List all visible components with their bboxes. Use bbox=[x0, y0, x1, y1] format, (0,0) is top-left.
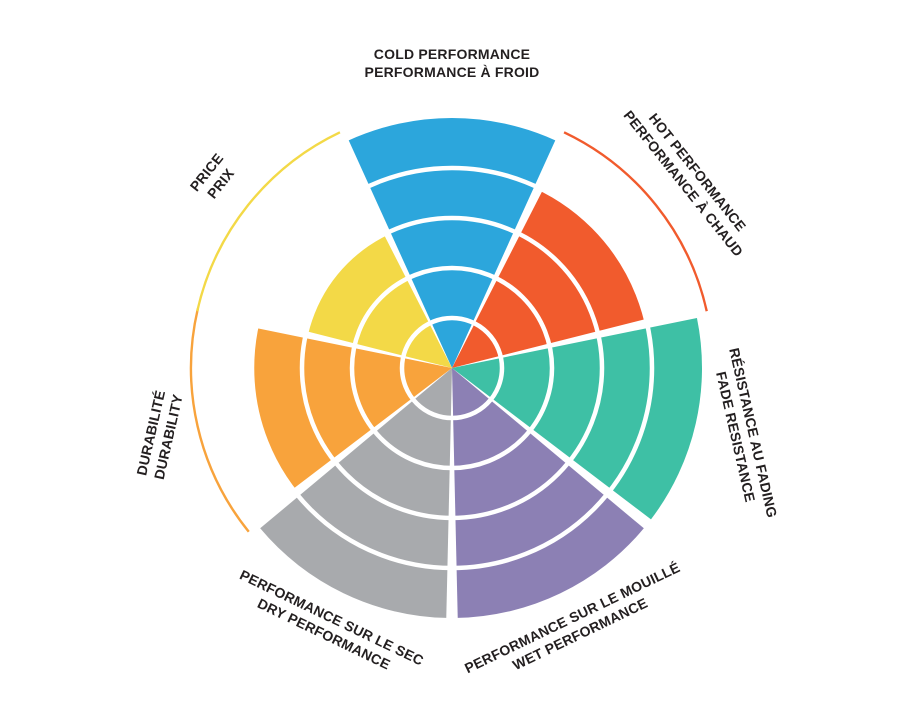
ring-divider-4 bbox=[249, 165, 655, 571]
max-scale-arc-price bbox=[196, 131, 341, 312]
sector-label-durability: DURABILITÉDURABILITY bbox=[133, 388, 186, 481]
sector-wedge-cold-performance bbox=[348, 117, 556, 368]
sector-label-fade-resistance: RÉSISTANCE AU FADINGFADE RESISTANCE bbox=[709, 346, 781, 523]
sector-wedge-dry-performance bbox=[260, 368, 452, 618]
ring-divider-2 bbox=[349, 265, 555, 471]
sector-label-hot-performance: HOT PERFORMANCEPERFORMANCE À CHAUD bbox=[620, 96, 760, 259]
max-scale-arc-hot-performance bbox=[563, 131, 708, 312]
sector-label-cold-performance-line1: COLD PERFORMANCE bbox=[374, 46, 530, 62]
sector-label-hot-performance-line1: HOT PERFORMANCE bbox=[646, 110, 750, 234]
sector-label-cold-performance: COLD PERFORMANCE PERFORMANCE À FROID bbox=[365, 46, 540, 80]
ring-divider-1 bbox=[399, 315, 505, 421]
sector-wedge-wet-performance bbox=[452, 368, 644, 618]
ring-divider-3 bbox=[299, 215, 605, 521]
sector-label-price: PRICEPRIX bbox=[187, 150, 241, 205]
sector-label-cold-performance-line2: PERFORMANCE À FROID bbox=[365, 64, 540, 80]
sector-label-hot-performance-line2: PERFORMANCE À CHAUD bbox=[620, 107, 746, 259]
max-scale-arc-durability bbox=[189, 308, 250, 533]
sector-wedge-fade-resistance bbox=[452, 317, 702, 520]
